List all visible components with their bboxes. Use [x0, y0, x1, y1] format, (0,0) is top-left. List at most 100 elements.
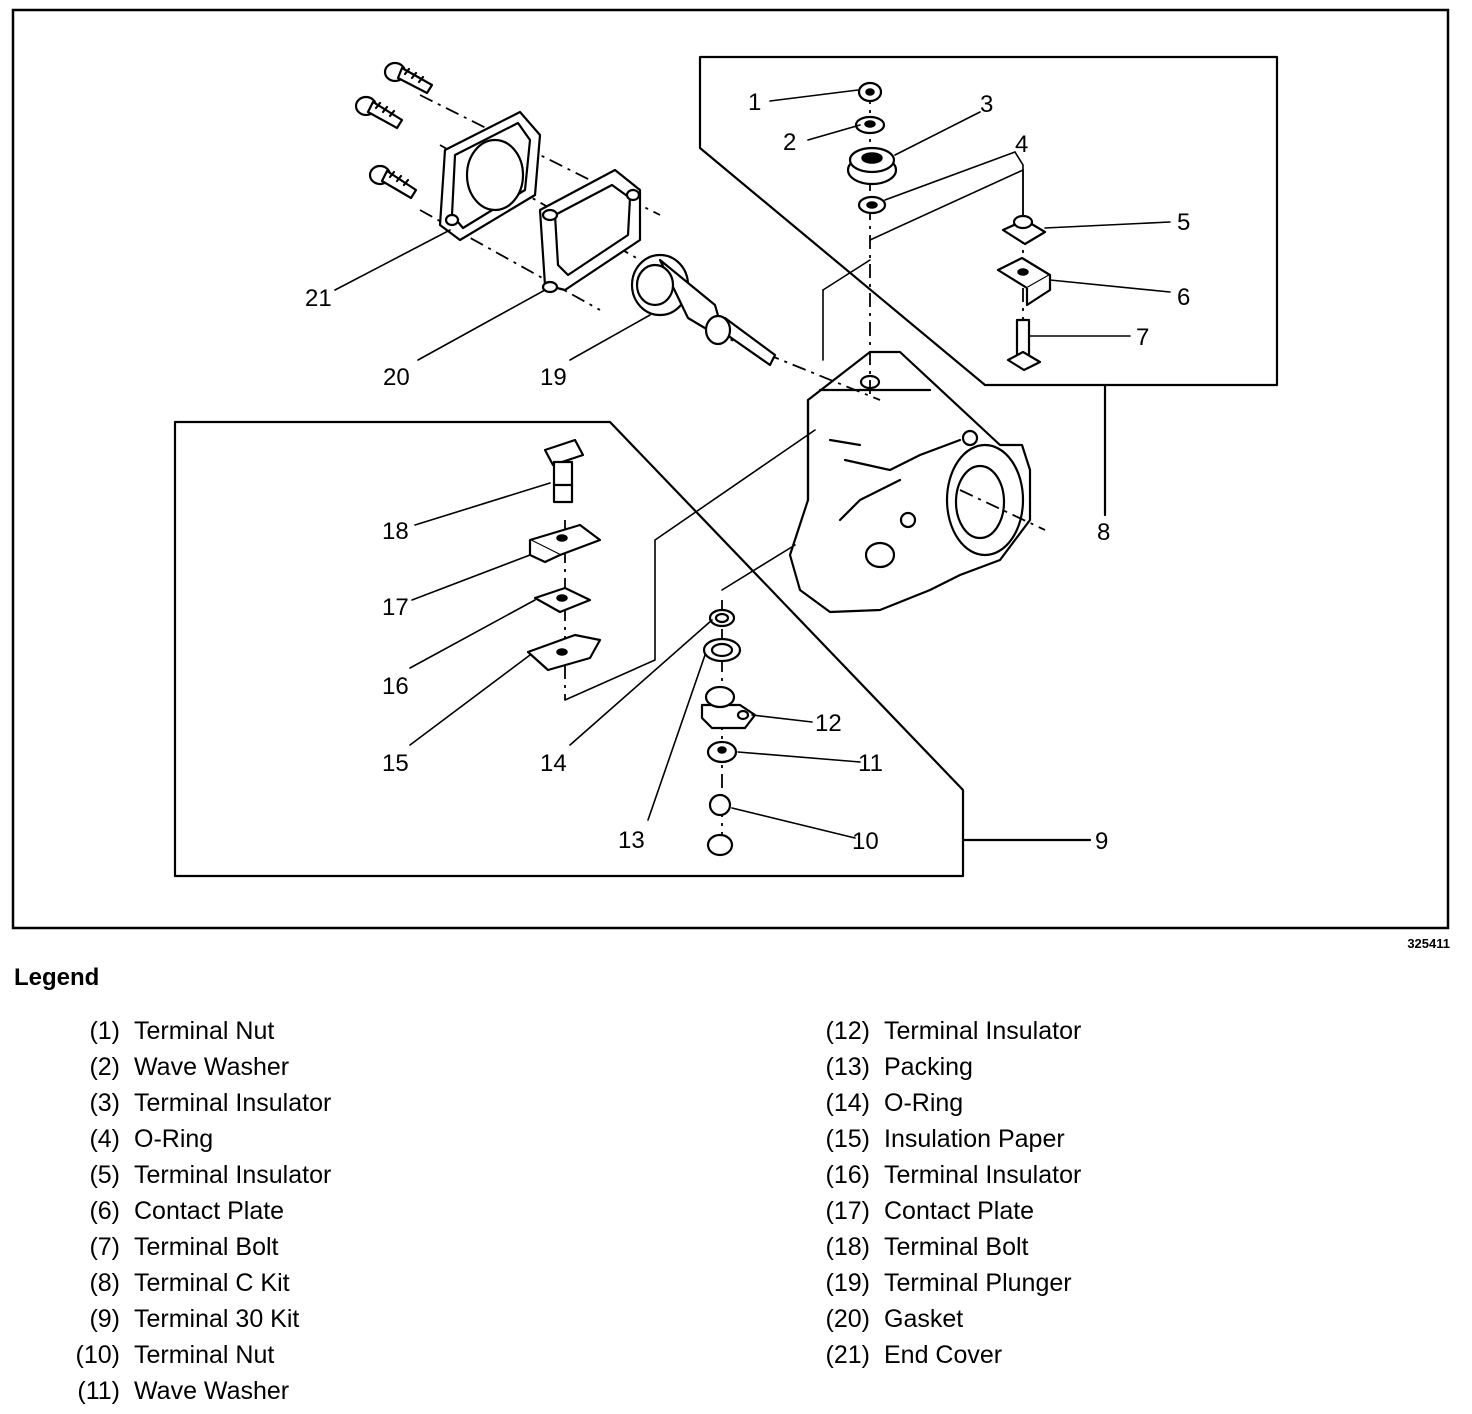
legend-item: (6) Contact Plate	[50, 1193, 331, 1229]
callout-21: 21	[305, 285, 332, 312]
callout-19: 19	[540, 364, 567, 391]
packing-13	[702, 637, 742, 663]
terminal-insulator-16	[533, 586, 592, 614]
legend-part-name: Contact Plate	[884, 1197, 1035, 1225]
callout-9: 9	[1095, 828, 1108, 855]
insulation-paper-15	[526, 633, 602, 672]
exploded-diagram: 1 2 3 4 5 6 7 8 9 10 11 12 13 14 15 16 1…	[11, 8, 1450, 930]
legend-number: (7)	[89, 1233, 120, 1261]
legend-part-name: Terminal Insulator	[134, 1161, 332, 1189]
solenoid-housing	[788, 350, 1032, 614]
legend-part-name: Packing	[884, 1053, 973, 1081]
legend-part-name: Wave Washer	[134, 1053, 290, 1081]
legend-item: (4) O-Ring	[50, 1121, 331, 1157]
legend-number: (13)	[825, 1053, 870, 1081]
legend-item: (9) Terminal 30 Kit	[50, 1301, 331, 1337]
legend-part-name: End Cover	[884, 1341, 1003, 1369]
callout-16: 16	[382, 673, 409, 700]
legend-part-name: Terminal 30 Kit	[134, 1305, 300, 1333]
o-ring-14	[708, 608, 736, 628]
legend-item: (11) Wave Washer	[50, 1373, 331, 1409]
legend-part-name: Terminal Bolt	[134, 1233, 279, 1261]
end-cover-21	[438, 110, 542, 242]
legend-part-name: O-Ring	[134, 1125, 214, 1153]
legend-part-name: Terminal Insulator	[884, 1161, 1082, 1189]
legend-part-name: Gasket	[884, 1305, 964, 1333]
legend-number: (18)	[825, 1233, 870, 1261]
callout-10: 10	[852, 828, 879, 855]
legend-part-name: O-Ring	[884, 1089, 964, 1117]
callout-1: 1	[748, 89, 761, 116]
legend-number: (9)	[89, 1305, 120, 1333]
legend-number: (4)	[89, 1125, 120, 1153]
legend-item: (17)Contact Plate	[800, 1193, 1081, 1229]
legend-part-name: Wave Washer	[134, 1377, 290, 1405]
legend-part-name: Terminal Insulator	[134, 1089, 332, 1117]
leader-lines	[334, 89, 1171, 839]
legend-part-name: Contact Plate	[134, 1197, 285, 1225]
legend-column-left: (1)Terminal Nut (2)Wave Washer (3)Termin…	[50, 1013, 332, 1409]
terminal-insulator-12	[700, 685, 757, 730]
callout-15: 15	[382, 750, 409, 777]
figure-id: 325411	[1407, 936, 1450, 951]
legend-number: (1)	[89, 1017, 120, 1045]
legend-part-name: Insulation Paper	[884, 1125, 1065, 1153]
legend-number: (11)	[77, 1377, 120, 1405]
callout-2: 2	[783, 129, 796, 156]
legend-item: (12) Terminal Insulator	[800, 1013, 1082, 1049]
legend-number: (16)	[825, 1161, 870, 1189]
legend-item: (13) Packing	[800, 1049, 1081, 1085]
terminal-insulator-5	[1001, 214, 1047, 246]
legend-number: (6)	[89, 1197, 120, 1225]
callout-13: 13	[618, 827, 645, 854]
callout-11: 11	[858, 750, 883, 777]
terminal-plunger-19	[630, 253, 777, 367]
callout-7: 7	[1136, 324, 1149, 351]
cover-bolt-2	[354, 95, 404, 130]
callout-17: 17	[382, 594, 409, 621]
wave-washer-2	[854, 115, 886, 135]
callout-12: 12	[815, 710, 842, 737]
callout-18: 18	[382, 518, 409, 545]
o-ring-4	[857, 195, 887, 215]
callout-20: 20	[383, 364, 410, 391]
legend-number: (3)	[89, 1089, 120, 1117]
legend-number: (19)	[825, 1269, 870, 1297]
callout-8: 8	[1097, 519, 1110, 546]
legend-column-right: (12) Terminal Insulator (13) Packing (14) O…	[800, 1013, 1082, 1373]
cover-bolt-1	[383, 61, 434, 95]
legend-item: (19) Terminal Plunger	[800, 1265, 1081, 1301]
terminal-nut-1	[857, 81, 883, 103]
legend-number: (5)	[89, 1161, 120, 1189]
legend-number: (14)	[825, 1089, 870, 1117]
legend-part-name: Terminal C Kit	[134, 1269, 290, 1297]
legend-part-name: Terminal Plunger	[884, 1269, 1072, 1297]
legend-number: (2)	[89, 1053, 120, 1081]
legend-item: (10)Terminal Nut	[50, 1337, 331, 1373]
callout-6: 6	[1177, 284, 1190, 311]
terminal-bolt-18	[543, 438, 585, 504]
legend-number: (10)	[75, 1341, 120, 1369]
legend-item: (16) Terminal Insulator	[800, 1157, 1082, 1193]
legend-item: (15) Insulation Paper	[800, 1121, 1081, 1157]
terminal-c-kit-box	[698, 55, 1279, 387]
legend-number: (15)	[825, 1125, 870, 1153]
legend-item: (20) Gasket	[800, 1301, 1081, 1337]
legend-part-name: Terminal Bolt	[884, 1233, 1029, 1261]
legend-item: (21)End Cover	[800, 1337, 1081, 1373]
legend-number: (20)	[825, 1305, 870, 1333]
callout-3: 3	[980, 91, 993, 118]
contact-plate-17	[528, 523, 602, 564]
legend-item: (5) Terminal Insulator	[50, 1157, 331, 1193]
contact-plate-6	[996, 256, 1052, 307]
callout-5: 5	[1177, 209, 1190, 236]
legend-part-name: Terminal Insulator	[884, 1017, 1082, 1045]
legend-number: (12)	[825, 1017, 870, 1045]
legend-item: (8) Terminal C Kit	[50, 1265, 331, 1301]
legend-item: (14) O-Ring	[800, 1085, 1081, 1121]
terminal-bolt-7	[1006, 318, 1042, 372]
legend-item: (3) Terminal Insulator	[50, 1085, 331, 1121]
legend-title: Legend	[14, 964, 100, 991]
legend-number: (8)	[89, 1269, 120, 1297]
legend-item: (7) Terminal Bolt	[50, 1229, 331, 1265]
